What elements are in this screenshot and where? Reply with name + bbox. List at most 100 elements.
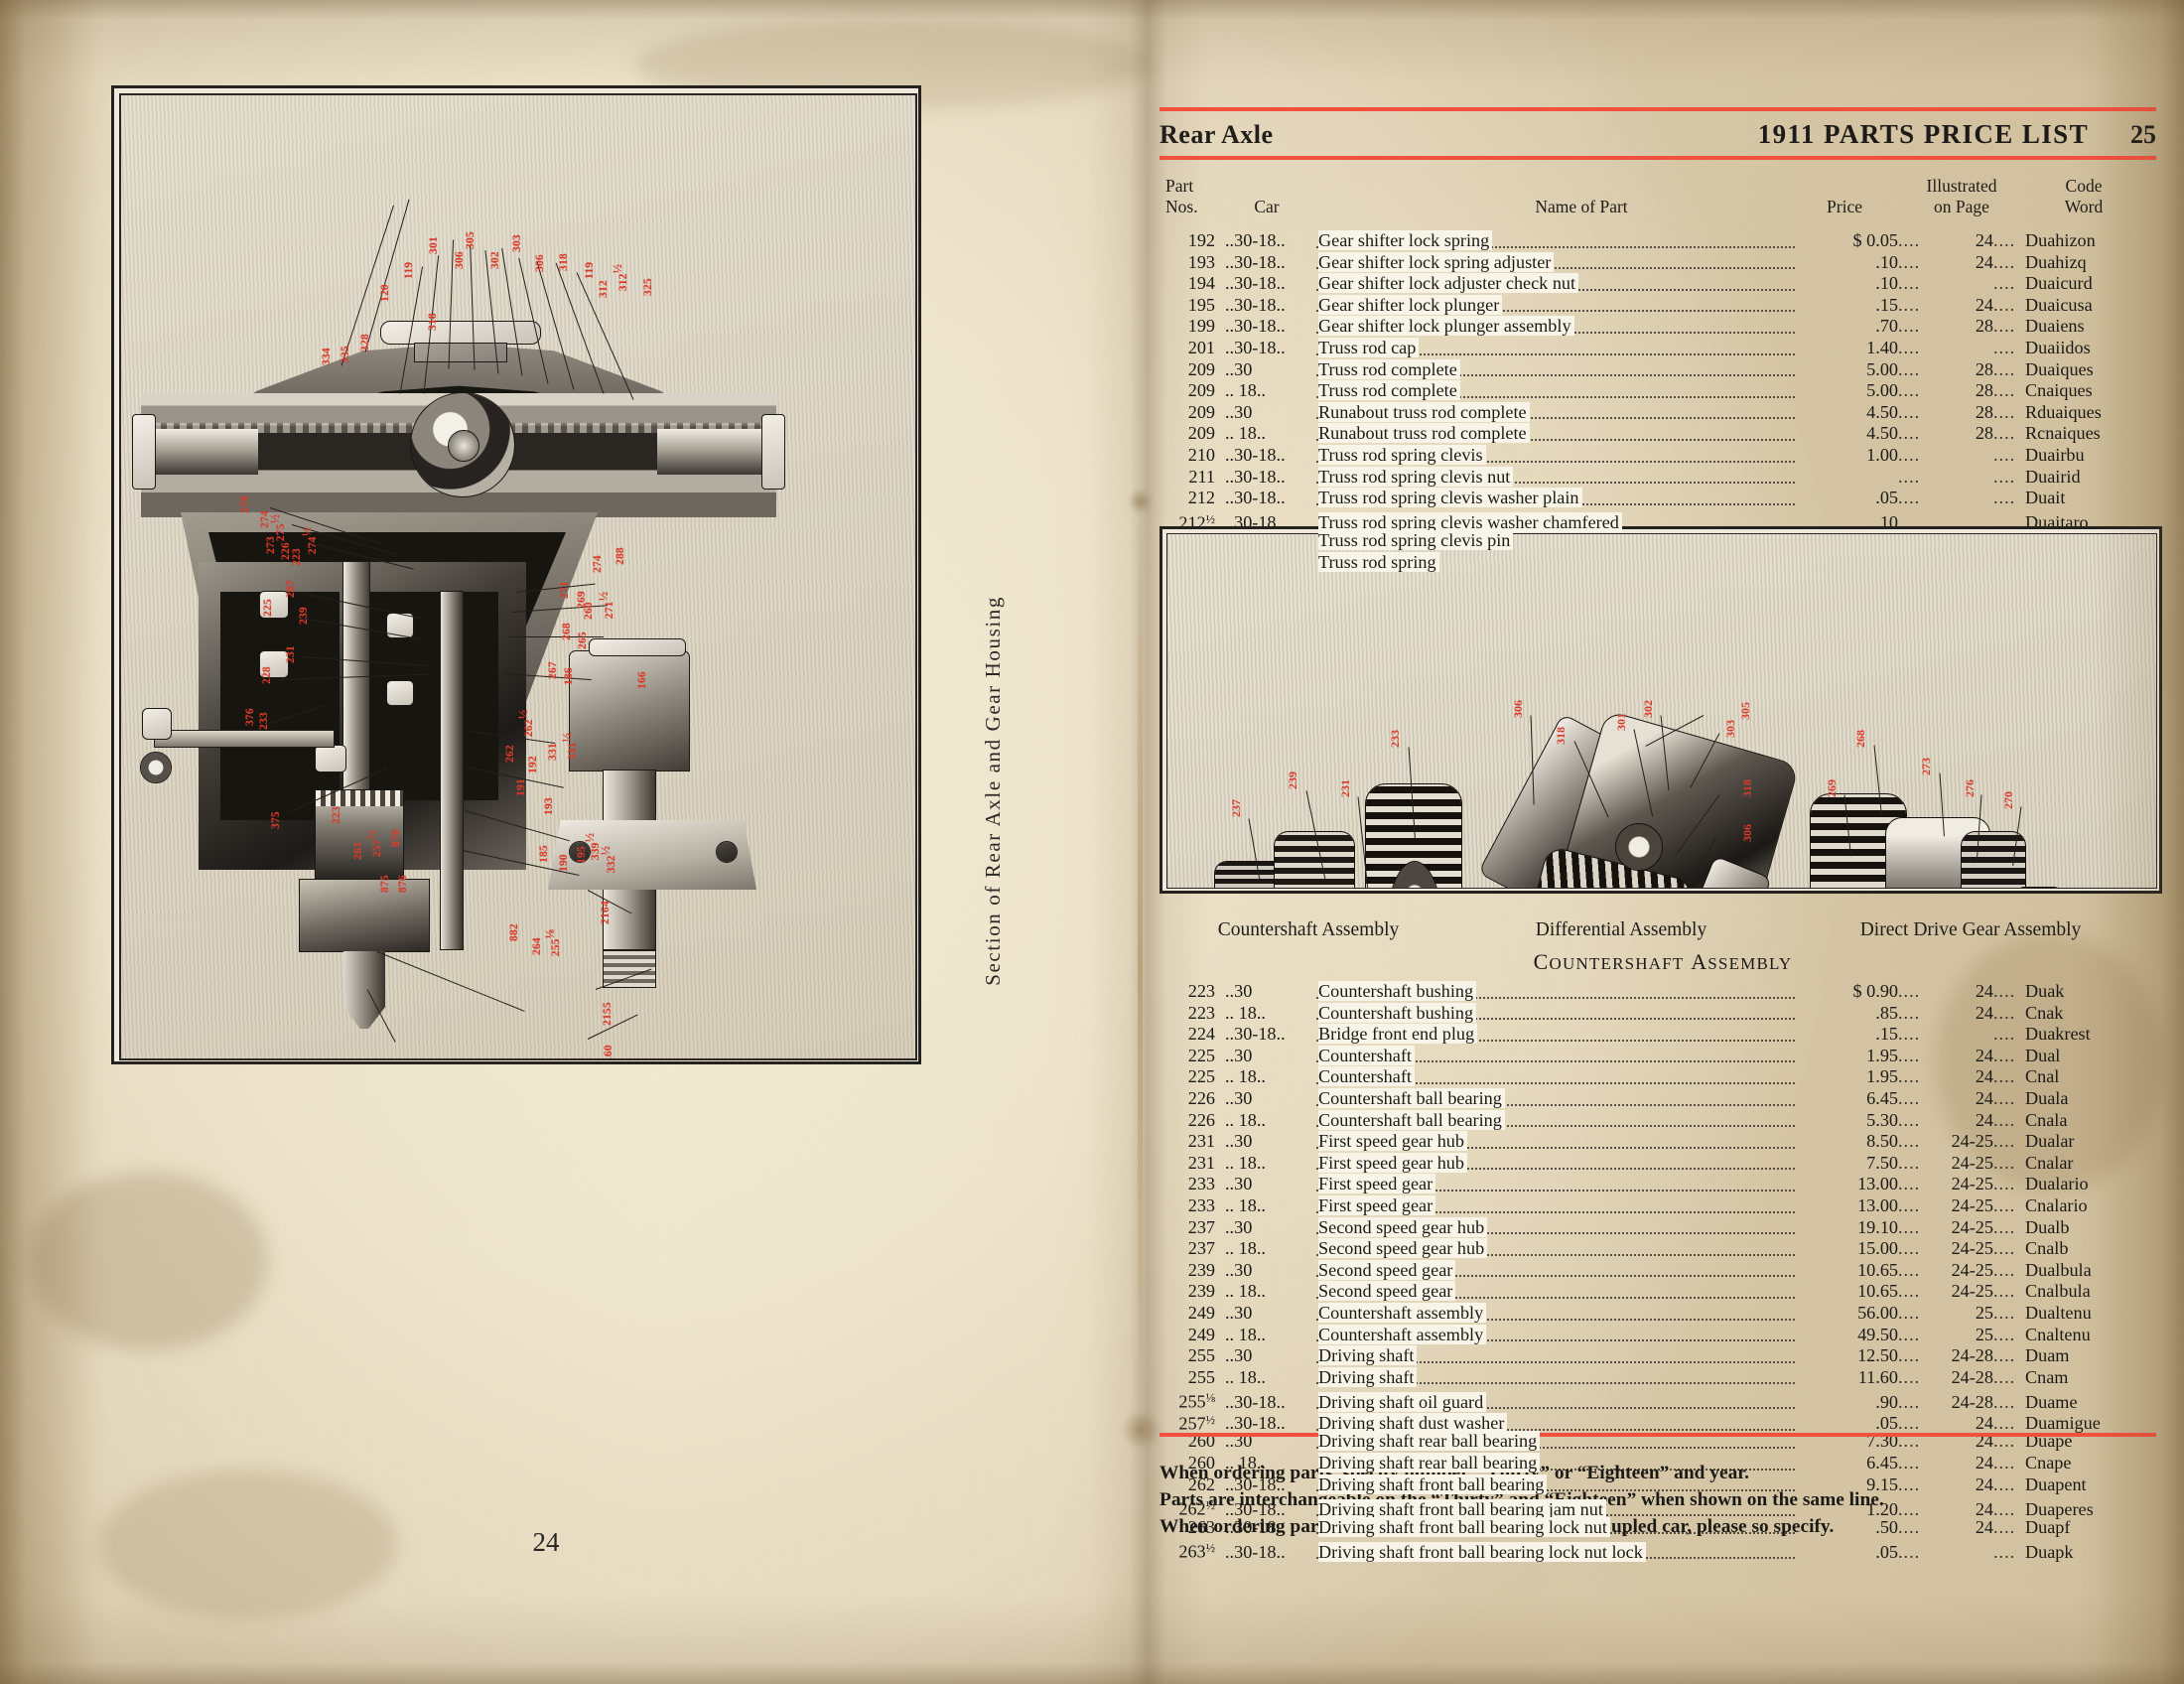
code-dots: .... [1993, 1238, 2016, 1259]
cell-code: Cnalb [2025, 1238, 2069, 1259]
cell-price: .10 [1875, 273, 1898, 294]
cell-name-text: First speed gear [1318, 1174, 1436, 1194]
price-dots: .... [1898, 230, 1921, 250]
cell-price: .90 [1875, 1391, 1898, 1412]
code-dots: .... [1993, 1066, 2016, 1087]
drawing-callout-192: 192 [527, 756, 539, 773]
drawing-callout-239: 239 [298, 607, 310, 625]
cell-car: ..30 [1225, 1174, 1253, 1194]
table-row: 223.. 18..Countershaft bushing.85....24.… [1160, 1002, 2156, 1025]
cell-name: First speed gear [1316, 1194, 1795, 1217]
drawing-callout-335: 335 [340, 346, 351, 363]
cell-part-no: 239 [1187, 1259, 1215, 1280]
cell-part-no: 193 [1187, 251, 1215, 272]
cell-page: 24-25 [1951, 1281, 1993, 1302]
cell-page: 25 [1975, 1302, 1993, 1323]
cell-name: Gear shifter lock adjuster check nut [1316, 273, 1795, 295]
drawing-callout-225: 225 [262, 599, 274, 617]
cell-car: ..30 [1225, 981, 1253, 1001]
drawing-callout-325: 325 [642, 278, 654, 296]
cell-car: .. 18.. [1225, 380, 1266, 401]
cell-price: 13.00 [1857, 1174, 1898, 1194]
cell-code: Dualar [2025, 1131, 2075, 1152]
photo-callout-269: 269 [1825, 779, 1839, 797]
cell-name: Countershaft [1316, 1066, 1795, 1088]
cell-name: Runabout truss rod complete [1316, 423, 1795, 445]
cell-car: .. 18.. [1225, 1366, 1266, 1387]
cell-price: 19.10 [1857, 1216, 1898, 1237]
cell-price: 12.50 [1857, 1345, 1898, 1366]
price-dots: .... [1898, 1259, 1921, 1280]
differential-spider-pin [1615, 823, 1663, 871]
photo-callout-305: 305 [1738, 702, 1752, 720]
cell-price: 15.00 [1857, 1238, 1898, 1259]
colhdr-illustrated-line2: on Page [1934, 197, 1989, 216]
leader-line [508, 636, 604, 637]
cell-part-no: 224 [1187, 1024, 1215, 1045]
cell-page: 28 [1975, 358, 1993, 379]
cell-page: 24-28 [1951, 1366, 1993, 1387]
code-dots: .... [1993, 358, 2016, 379]
colhdr-code-line1: Code [2065, 176, 2103, 196]
code-dots: .... [1993, 1194, 2016, 1215]
drawing-callout-287: 287 [285, 580, 297, 598]
ordering-notes: When ordering parts, specify number, “Th… [1160, 1460, 2156, 1540]
drawing-callout-193: 193 [543, 797, 555, 815]
drawing-callout-271: 271 [559, 581, 571, 599]
drawing-callout-334: 334 [321, 348, 333, 365]
gear-box-cap [589, 638, 686, 656]
price-dots: .... [1898, 1281, 1921, 1302]
cell-code: Duaicusa [2025, 294, 2093, 315]
drawing-callout-274: 274½ [299, 526, 319, 555]
price-dots: .... [1898, 1324, 1921, 1344]
price-dots: .... [1898, 251, 1921, 272]
colhdr-car: Car [1254, 197, 1280, 216]
photo-subcaptions: Countershaft Assembly Differential Assem… [1160, 919, 2156, 941]
brake-drum-housing [299, 879, 430, 952]
code-dots: .... [1993, 401, 2016, 422]
photo-callout-318: 318 [1554, 727, 1568, 745]
cell-page: 24 [1975, 1002, 1993, 1023]
cell-name: Driving shaft front ball bearing lock nu… [1316, 1541, 1795, 1564]
cell-part-no: 263½ [1178, 1541, 1215, 1562]
price-dots: .... [1898, 1024, 1921, 1045]
cell-part-no: 211 [1188, 466, 1215, 487]
header-rule-top [1160, 107, 2156, 111]
table-row: 211..30-18..Truss rod spring clevis nut.… [1160, 466, 2156, 489]
price-dots: .... [1898, 1045, 1921, 1065]
price-dots: .... [1898, 1238, 1921, 1259]
cell-page: 24 [1975, 294, 1993, 315]
cell-name-text: Gear shifter lock spring adjuster [1318, 251, 1555, 272]
price-dots: .... [1898, 981, 1921, 1001]
cell-name: Driving shaft [1316, 1345, 1795, 1367]
cell-name: Driving shaft [1316, 1366, 1795, 1389]
cell-car: .. 18.. [1225, 423, 1266, 444]
section-heading-cap2: A [1691, 949, 1708, 974]
cell-part-no: 223 [1187, 1002, 1215, 1023]
photo-callout-273: 273 [1919, 758, 1933, 775]
drawing-callout-331: 331 [547, 743, 559, 761]
drawing-callout-376: 376 [244, 708, 256, 726]
cell-car: ..30-18.. [1225, 294, 1286, 315]
cell-code: Duapk [2025, 1541, 2074, 1562]
cell-price: .15 [1875, 294, 1898, 315]
cell-name-text: Driving shaft rear ball bearing [1318, 1453, 1541, 1474]
code-dots: .... [1993, 444, 2016, 465]
cell-page: 25 [1975, 1324, 1993, 1344]
cell-car: ..30-18.. [1225, 1391, 1286, 1412]
cell-part-no: 231 [1187, 1131, 1215, 1152]
cell-code: Dual [2025, 1045, 2061, 1065]
drawing-callout-328: 328 [359, 334, 371, 351]
price-dots: .... [1898, 294, 1921, 315]
